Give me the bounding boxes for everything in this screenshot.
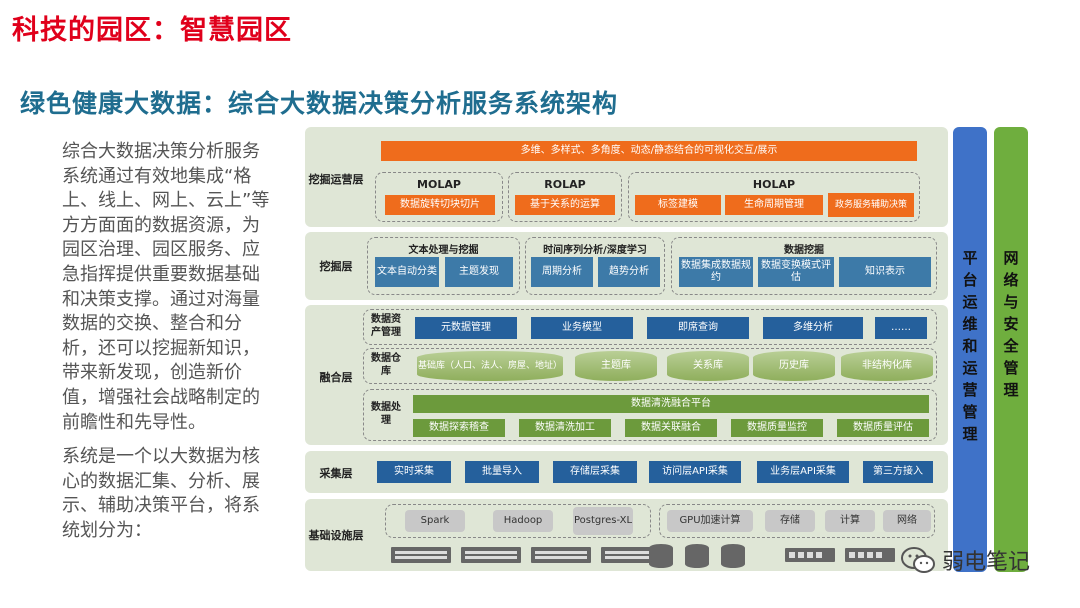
sub-label: 数据处理 — [371, 402, 401, 426]
item-box: 业务模型 — [531, 317, 633, 339]
holap-group — [628, 172, 920, 222]
item-box: Postgres-XL — [573, 507, 633, 535]
item-box: 即席查询 — [647, 317, 749, 339]
item-box: 批量导入 — [465, 461, 539, 483]
network-security-label: 网络与安全管理 — [1003, 249, 1019, 399]
item-box: 数据清洗加工 — [519, 419, 611, 437]
item-box: 周期分析 — [531, 257, 593, 287]
paragraph-1: 综合大数据决策分析服务系统通过有效地集成“格上、线上、网上、云上”等方方面面的数… — [62, 141, 270, 433]
item-box: 基于关系的运算 — [515, 195, 615, 215]
group-title: ROLAP — [544, 178, 586, 191]
warehouse-group — [363, 348, 937, 384]
item-box: 存储 — [765, 510, 815, 532]
wechat-icon — [901, 547, 935, 573]
server-rack-icons — [391, 547, 661, 563]
group-title: 数据挖掘 — [784, 245, 824, 256]
asset-management-group — [363, 309, 937, 345]
item-box: 知识表示 — [839, 257, 931, 287]
timeseries-group — [525, 237, 665, 295]
data-mining-group — [671, 237, 937, 295]
item-box: 访问层API采集 — [649, 461, 741, 483]
warehouse-cylinder: 基础库（人口、法人、房屋、地址） — [417, 351, 563, 381]
group-title: HOLAP — [752, 178, 796, 191]
warehouse-cylinder: 关系库 — [667, 351, 749, 381]
item-box: …… — [875, 317, 927, 339]
cleaning-platform: 数据清洗融合平台 — [413, 395, 929, 413]
description-text: 综合大数据决策分析服务系统通过有效地集成“格上、线上、网上、云上”等方方面面的数… — [62, 140, 277, 554]
watermark-text: 弱电笔记 — [942, 550, 1031, 575]
group-title: 文本处理与挖掘 — [408, 245, 479, 256]
item-box: 文本自动分类 — [375, 257, 439, 287]
item-box: 数据质量监控 — [731, 419, 823, 437]
layer-infrastructure: 基础设施层 Spark Hadoop Postgres-XL GPU加速计算 存… — [305, 499, 948, 571]
warehouse-cylinder: 主题库 — [575, 351, 657, 381]
item-box: 业务层API采集 — [757, 461, 849, 483]
item-box: 标签建模 — [635, 195, 721, 215]
sub-label: 数据资产管理 — [371, 314, 401, 338]
network-security-bar: 网络与安全管理 — [994, 127, 1028, 572]
item-box: 多维分析 — [763, 317, 863, 339]
platform-ops-label: 平台运维和运营管理 — [962, 249, 978, 443]
processing-group — [363, 389, 937, 441]
molap-group — [375, 172, 503, 222]
switch-icons — [785, 548, 895, 562]
database-icons — [649, 544, 745, 568]
item-box: GPU加速计算 — [667, 510, 753, 532]
slide-title: 科技的园区：智慧园区 — [12, 15, 292, 46]
paragraph-2: 系统是一个以大数据为核心的数据汇集、分析、展示、辅助决策平台，将系统划分为： — [62, 446, 260, 541]
layer-fusion: 融合层 数据资产管理 元数据管理 业务模型 即席查询 多维分析 …… 数据仓库 … — [305, 305, 948, 445]
warehouse-cylinder: 历史库 — [753, 351, 835, 381]
item-box: 数据旋转切块切片 — [385, 195, 495, 215]
item-box: 存储层采集 — [553, 461, 637, 483]
rolap-group — [508, 172, 622, 222]
item-box: 实时采集 — [377, 461, 451, 483]
group-title: MOLAP — [417, 178, 461, 191]
group-title: 时间序列分析/深度学习 — [543, 245, 647, 256]
item-box: Hadoop — [493, 510, 553, 532]
text-mining-group — [367, 237, 520, 295]
watermark: 弱电笔记 — [900, 544, 1030, 576]
item-box: 数据质量评估 — [837, 419, 929, 437]
layer-collection: 采集层 实时采集 批量导入 存储层采集 访问层API采集 业务层API采集 第三… — [305, 451, 948, 493]
item-box: 计算 — [825, 510, 875, 532]
layer-label: 挖掘层 — [319, 260, 353, 273]
item-box: 元数据管理 — [415, 317, 517, 339]
platform-ops-bar: 平台运维和运营管理 — [953, 127, 987, 572]
item-box: 网络 — [883, 510, 931, 532]
item-box: 数据变换模式评估 — [758, 257, 834, 287]
visualization-banner: 多维、多样式、多角度、动态/静态结合的可视化交互/展示 — [381, 141, 917, 161]
slide-subtitle: 绿色健康大数据：综合大数据决策分析服务系统架构 — [20, 89, 619, 118]
item-box: 趋势分析 — [598, 257, 660, 287]
item-box: 主题发现 — [445, 257, 513, 287]
item-box: 政务服务辅助决策 — [828, 193, 914, 217]
software-group — [385, 504, 651, 538]
item-box: 数据探索稽查 — [413, 419, 505, 437]
layer-mining: 挖掘层 文本处理与挖掘 文本自动分类 主题发现 时间序列分析/深度学习 周期分析… — [305, 232, 948, 300]
item-box: 生命周期管理 — [725, 195, 823, 215]
layer-label: 融合层 — [319, 371, 353, 384]
item-box: Spark — [405, 510, 465, 532]
warehouse-cylinder: 非结构化库 — [841, 351, 933, 381]
item-box: 数据关联融合 — [625, 419, 717, 437]
item-box: 数据集成数据规约 — [679, 257, 753, 287]
item-box: 第三方接入 — [863, 461, 933, 483]
hardware-group — [659, 504, 935, 538]
sub-label: 数据仓库 — [371, 353, 401, 377]
layer-label: 基础设施层 — [308, 529, 364, 542]
layer-label: 挖掘运营层 — [308, 173, 364, 186]
layer-label: 采集层 — [319, 467, 353, 480]
layer-mining-operation: 挖掘运营层 多维、多样式、多角度、动态/静态结合的可视化交互/展示 MOLAP … — [305, 127, 948, 227]
